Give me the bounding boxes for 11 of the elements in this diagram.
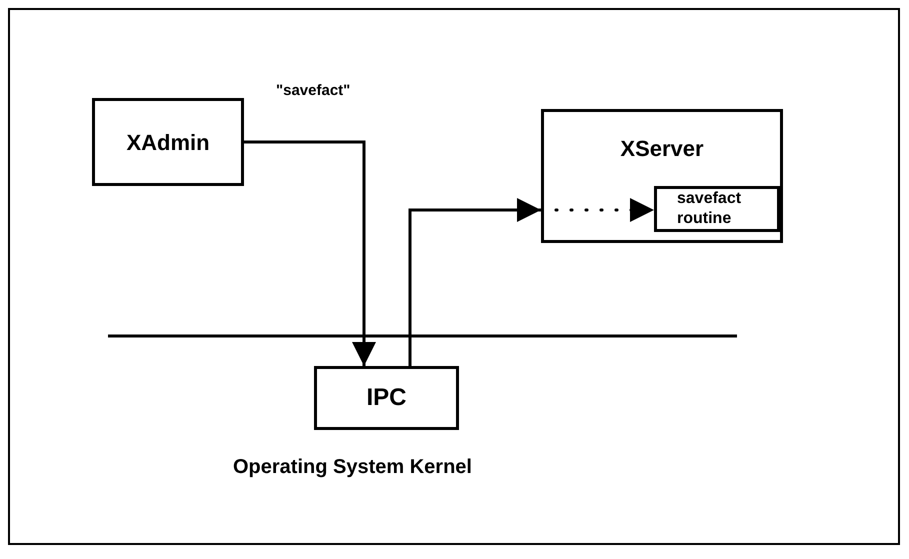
arrow bbox=[244, 140, 376, 366]
region-label: Operating System Kernel bbox=[233, 455, 472, 480]
arrow bbox=[408, 198, 541, 366]
process-box bbox=[314, 366, 459, 430]
process-box bbox=[654, 186, 780, 232]
node-label: XServer bbox=[620, 135, 704, 163]
process-box bbox=[92, 98, 244, 186]
process-container bbox=[541, 109, 783, 243]
node-label: IPC bbox=[366, 383, 406, 413]
node-label: XAdmin bbox=[126, 128, 210, 156]
node-label: savefact routine bbox=[677, 189, 742, 229]
